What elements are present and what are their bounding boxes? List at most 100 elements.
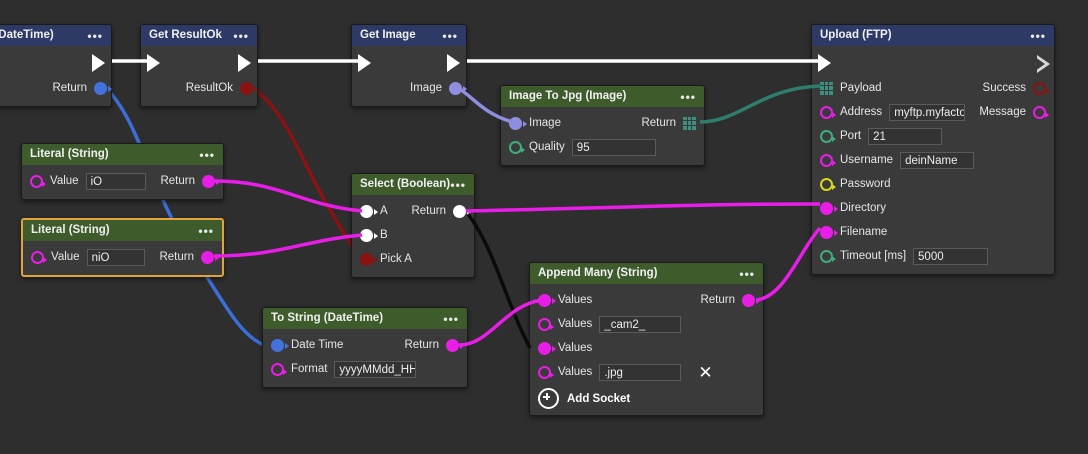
pin-values-3[interactable] — [538, 341, 556, 355]
node-header[interactable]: Select (Boolean) ••• — [352, 174, 474, 195]
pin-pick-a[interactable] — [360, 252, 378, 266]
node-title: Now (DateTime) — [0, 29, 54, 41]
output-row-image: Image — [352, 76, 467, 100]
node-header[interactable]: Append Many (String) ••• — [530, 263, 763, 284]
node-select-boolean[interactable]: Select (Boolean) ••• A Return B Pick A — [351, 173, 475, 278]
username-input[interactable]: deinName — [900, 151, 975, 169]
node-now-datetime[interactable]: Now (DateTime) ••• Return — [0, 24, 112, 107]
pin-date-time[interactable] — [271, 338, 289, 352]
node-header[interactable]: Get ResultOk ••• — [141, 25, 257, 46]
node-menu-icon[interactable]: ••• — [443, 311, 459, 326]
quality-input[interactable]: 95 — [571, 138, 656, 156]
timeout-input[interactable]: 5000 — [913, 247, 989, 265]
add-socket-button[interactable]: Add Socket — [530, 384, 763, 409]
row-payload: Payload Success — [812, 76, 1054, 100]
node-header[interactable]: To String (DateTime) ••• — [263, 308, 467, 329]
exec-out-icon[interactable] — [92, 54, 105, 72]
pin-return[interactable] — [446, 338, 464, 352]
row-datetime: Date Time Return — [263, 333, 467, 357]
remove-socket-button[interactable]: ✕ — [698, 362, 713, 382]
node-menu-icon[interactable]: ••• — [233, 28, 249, 43]
node-menu-icon[interactable]: ••• — [198, 223, 214, 238]
exec-in-icon[interactable] — [358, 54, 371, 72]
node-menu-icon[interactable]: ••• — [739, 266, 755, 281]
pin-image-input[interactable] — [509, 116, 527, 130]
node-menu-icon[interactable]: ••• — [87, 28, 103, 43]
pin-value[interactable] — [31, 250, 47, 264]
pin-filename[interactable] — [820, 225, 838, 239]
exec-out-icon[interactable] — [238, 54, 251, 72]
node-header[interactable]: Upload (FTP) ••• — [812, 25, 1054, 46]
pin-values-2[interactable] — [538, 317, 554, 331]
pin-message[interactable] — [1033, 105, 1049, 119]
pin-return[interactable] — [453, 204, 471, 218]
node-literal-string-1[interactable]: Literal (String) ••• Value iO Return — [21, 143, 224, 200]
node-menu-icon[interactable]: ••• — [680, 89, 696, 104]
address-input[interactable]: myftp.myfactor — [889, 103, 966, 121]
pin-b[interactable] — [360, 228, 378, 242]
row-image: Image Return — [501, 111, 704, 135]
node-title: Get ResultOk — [149, 29, 222, 41]
values-4-input[interactable]: .jpg — [599, 363, 682, 381]
row-label: Directory — [840, 202, 887, 214]
row-label: Values — [558, 318, 593, 330]
exec-in-icon[interactable] — [818, 54, 831, 72]
value-input[interactable]: niO — [86, 248, 146, 266]
output-label: ResultOk — [185, 82, 233, 94]
format-input[interactable]: yyyyMMdd_HH — [334, 360, 417, 378]
pin-quality[interactable] — [509, 140, 525, 154]
row-address: Address myftp.myfactor Message — [812, 100, 1054, 124]
row-username: Username deinName — [812, 148, 1054, 172]
node-append-many-string[interactable]: Append Many (String) ••• Values Return V… — [529, 262, 764, 416]
value-input[interactable]: iO — [85, 172, 147, 190]
pin-return[interactable] — [94, 81, 112, 95]
values-2-input[interactable]: _cam2_ — [599, 315, 682, 333]
node-menu-icon[interactable]: ••• — [450, 177, 466, 192]
row-label: A — [380, 205, 388, 217]
pin-resultok[interactable] — [240, 81, 258, 95]
node-header[interactable]: Literal (String) ••• — [23, 220, 222, 241]
pin-password[interactable] — [820, 177, 836, 191]
pin-return[interactable] — [202, 174, 220, 188]
node-header[interactable]: Get Image ••• — [352, 25, 466, 46]
row-label: Filename — [840, 226, 888, 238]
pin-timeout[interactable] — [820, 249, 836, 263]
node-get-resultok[interactable]: Get ResultOk ••• ResultOk — [140, 24, 258, 107]
pin-a[interactable] — [360, 204, 378, 218]
pin-return[interactable] — [201, 250, 219, 264]
pin-value[interactable] — [30, 174, 46, 188]
row-label: Quality — [529, 141, 565, 153]
node-header[interactable]: Now (DateTime) ••• — [0, 25, 111, 46]
node-menu-icon[interactable]: ••• — [1030, 28, 1046, 43]
node-menu-icon[interactable]: ••• — [442, 28, 458, 43]
pin-directory[interactable] — [820, 201, 838, 215]
pin-image[interactable] — [449, 81, 467, 95]
pin-values-4[interactable] — [538, 365, 554, 379]
node-title: Literal (String) — [31, 224, 110, 236]
pin-values-1[interactable] — [538, 293, 556, 307]
pin-username[interactable] — [820, 153, 836, 167]
pin-port[interactable] — [820, 129, 836, 143]
pin-format[interactable] — [271, 362, 287, 376]
pin-return-array[interactable] — [683, 116, 696, 130]
pin-address[interactable] — [820, 105, 836, 119]
node-upload-ftp[interactable]: Upload (FTP) ••• Payload Success Address — [811, 24, 1055, 275]
node-menu-icon[interactable]: ••• — [199, 147, 215, 162]
exec-out-icon[interactable] — [447, 54, 460, 72]
output-label: Return — [160, 175, 195, 187]
node-image-to-jpg[interactable]: Image To Jpg (Image) ••• Image Return Qu… — [500, 85, 705, 166]
exec-in-icon[interactable] — [147, 54, 160, 72]
node-get-image[interactable]: Get Image ••• Image — [351, 24, 467, 107]
output-label: Return — [159, 251, 194, 263]
node-header[interactable]: Literal (String) ••• — [22, 144, 223, 165]
node-literal-string-2[interactable]: Literal (String) ••• Value niO Return — [21, 218, 224, 277]
row-timeout: Timeout [ms] 5000 — [812, 244, 1054, 268]
node-to-string-datetime[interactable]: To String (DateTime) ••• Date Time Retur… — [262, 307, 468, 388]
pin-success[interactable] — [1033, 81, 1049, 95]
port-input[interactable]: 21 — [868, 127, 943, 145]
exec-out-icon[interactable] — [1035, 54, 1050, 73]
node-header[interactable]: Image To Jpg (Image) ••• — [501, 86, 704, 107]
pin-payload-array[interactable] — [820, 81, 833, 95]
pin-return[interactable] — [742, 293, 760, 307]
